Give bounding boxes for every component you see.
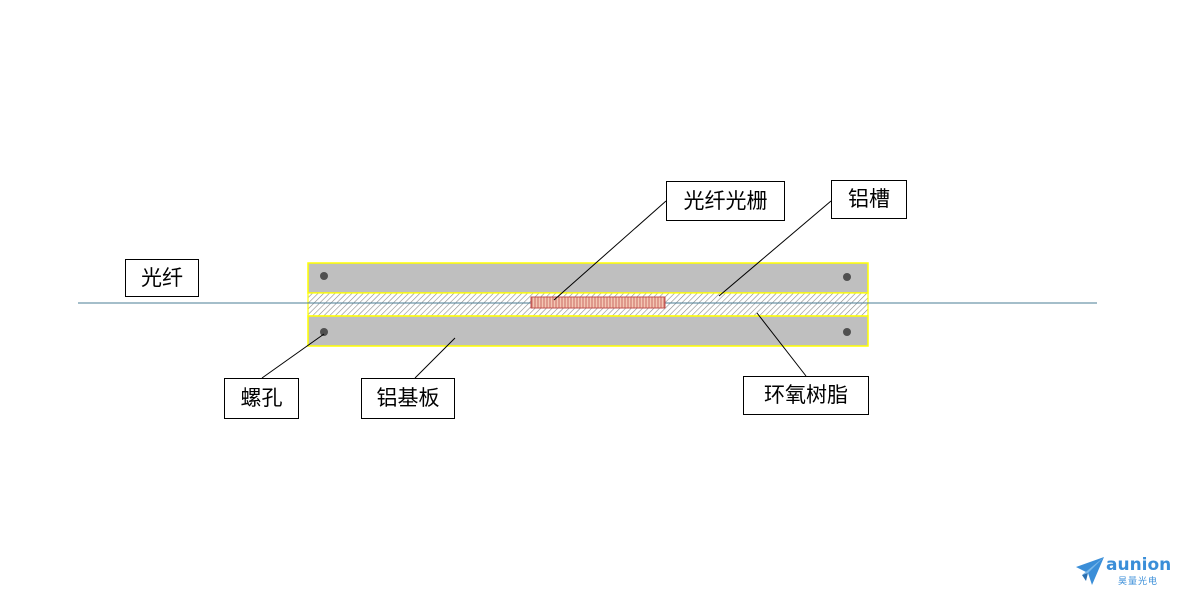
aunion-logo: aunion 昊量光电	[1074, 555, 1174, 587]
screw-hole-top-right	[843, 273, 851, 281]
leader-groove	[718, 200, 832, 297]
upper-plate	[307, 262, 869, 294]
screw-hole-bottom-left	[320, 328, 328, 336]
screw-hole-top-left	[320, 272, 328, 280]
label-grating: 光纤光栅	[666, 181, 785, 221]
paper-plane-icon	[1076, 557, 1104, 585]
logo-brand-cn: 昊量光电	[1118, 577, 1159, 587]
label-groove: 铝槽	[831, 180, 907, 219]
lower-plate	[307, 315, 869, 347]
screw-hole-bottom-right	[843, 328, 851, 336]
leader-screw-hole	[261, 333, 325, 379]
leader-base-plate	[414, 337, 456, 379]
label-base-plate: 铝基板	[361, 378, 455, 419]
label-epoxy: 环氧树脂	[743, 376, 869, 415]
label-fiber: 光纤	[125, 259, 199, 297]
fiber-grating	[530, 296, 666, 309]
logo-brand: aunion	[1106, 555, 1172, 575]
label-screw-hole: 螺孔	[224, 378, 299, 419]
leader-grating	[553, 200, 667, 301]
leader-epoxy	[756, 312, 807, 377]
